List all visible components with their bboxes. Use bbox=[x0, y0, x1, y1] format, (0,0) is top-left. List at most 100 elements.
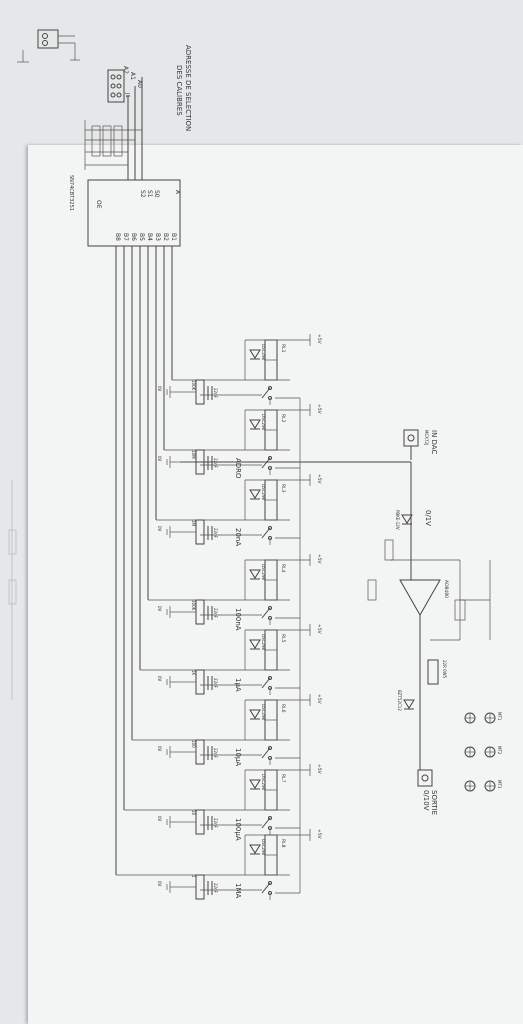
resistor-value: 100K bbox=[191, 600, 196, 611]
resistor-value: 1K bbox=[191, 670, 196, 676]
chip-pin-s2: S2 bbox=[139, 190, 146, 198]
ground-label: 0V bbox=[157, 386, 162, 392]
mount-hole-6 bbox=[464, 780, 476, 792]
range-resistor bbox=[195, 874, 205, 900]
ground-label: 0V bbox=[157, 816, 162, 822]
mount-hole-label: MT1 bbox=[497, 712, 502, 721]
range-resistor bbox=[195, 519, 205, 545]
opamp: AD8480 bbox=[367, 462, 491, 770]
relay-diode bbox=[249, 349, 261, 359]
relay-type-label: DSC298 bbox=[261, 704, 266, 721]
resistor-value: 100K bbox=[191, 380, 196, 391]
resistor-value: 1M bbox=[191, 520, 196, 527]
relay-stage-7: +5V RL7 DSC298 22nF 10 0V 100µA bbox=[123, 246, 322, 841]
chip-pin-s1: S1 bbox=[146, 190, 153, 198]
connector-j1-label: J1 bbox=[124, 92, 130, 98]
relay-part-label: RL8 bbox=[280, 839, 286, 848]
mount-hole-4 bbox=[464, 712, 476, 724]
output-label: SORTIE bbox=[430, 790, 438, 815]
chip-output-b7: B7 bbox=[122, 233, 129, 241]
underlay-sketch bbox=[8, 480, 17, 700]
selector-title: ADRESSE DE SELECTION DES CALIBRES bbox=[175, 45, 192, 131]
dac-input-range: 0/1V bbox=[424, 510, 432, 526]
relay-diode bbox=[249, 844, 261, 854]
chip-output-b2: B2 bbox=[162, 233, 169, 241]
relay-diode bbox=[249, 779, 261, 789]
capacitor-value: 22nF bbox=[213, 458, 218, 469]
range-label: 100nA bbox=[234, 608, 242, 631]
range-resistor bbox=[195, 739, 205, 765]
relay-type-label: DSC298 bbox=[261, 634, 266, 651]
relay-stage-6: +5V RL6 DSC298 22nF 100 0V 10µA bbox=[131, 246, 322, 766]
relay-type-label: DSC298 bbox=[261, 414, 266, 431]
relay-part-label: RL5 bbox=[280, 634, 286, 643]
output-diode: BZT52C12 bbox=[397, 690, 402, 711]
range-label: 1MA bbox=[234, 883, 242, 898]
output-resistor: 22R 0W5 bbox=[442, 660, 447, 679]
relay-diode bbox=[249, 639, 261, 649]
supply-label: +5V bbox=[316, 334, 322, 345]
dac-input-part: MCX72J bbox=[424, 430, 429, 445]
chip-pin-s0: S0 bbox=[153, 190, 160, 198]
chip-output-b5: B5 bbox=[138, 233, 145, 241]
resistor-value: 10M bbox=[191, 450, 196, 459]
resistor-value: 100 bbox=[191, 740, 196, 748]
ground-label: 0V bbox=[157, 881, 162, 887]
capacitor-value: 22nF bbox=[213, 748, 218, 759]
input-diode: PBKE-12V bbox=[395, 510, 400, 530]
range-resistor bbox=[195, 599, 205, 625]
chip-part: SN74CBT3251 bbox=[68, 175, 74, 211]
ground-label: 0V bbox=[157, 746, 162, 752]
chip-output-b4: B4 bbox=[146, 233, 153, 241]
ground-label: 0V bbox=[157, 456, 162, 462]
power-connector-top bbox=[17, 29, 80, 63]
mount-hole-label: MT2 bbox=[497, 746, 502, 755]
addr-a1: A1 bbox=[129, 72, 136, 80]
relay-diode bbox=[249, 569, 261, 579]
mount-hole-1: MT1 bbox=[484, 712, 502, 724]
address-bus bbox=[84, 77, 143, 180]
supply-label: +5V bbox=[316, 694, 322, 705]
output-section: 22R 0W5 BZT52C12 SORTIE 0/10V bbox=[397, 659, 447, 815]
supply-label: +5V bbox=[316, 474, 322, 485]
relay-type-label: DSC298 bbox=[261, 564, 266, 581]
relay-part-label: RL7 bbox=[280, 774, 286, 783]
addr-a0: A0 bbox=[136, 80, 143, 88]
supply-label: +5V bbox=[316, 624, 322, 635]
range-label: ADRO bbox=[234, 458, 242, 479]
selector-title-line1: ADRESSE DE SELECTION bbox=[184, 45, 192, 131]
dac-input: IN DAC MCX72J 0/1V PBKE-12V bbox=[180, 429, 438, 530]
ground-label: 0V bbox=[157, 526, 162, 532]
mount-hole-2: MT2 bbox=[484, 746, 502, 758]
relay-part-label: RL3 bbox=[280, 484, 286, 493]
opamp-part: AD8480 bbox=[443, 580, 449, 598]
supply-label: +5V bbox=[316, 764, 322, 775]
relay-part-label: RL1 bbox=[280, 344, 286, 353]
range-resistor bbox=[195, 379, 205, 405]
addr-a2: A2 bbox=[122, 66, 129, 74]
selector-title-line2: DES CALIBRES bbox=[175, 65, 183, 116]
relay-stage-3: +5V RL3 DSC298 22nF 1M 0V 20nA bbox=[155, 246, 322, 546]
relay-bank: +5VRL1DSC29822nF100K0V+5VRL2DSC29822nF10… bbox=[115, 246, 322, 900]
chip-output-b3: B3 bbox=[154, 233, 161, 241]
relay-part-label: RL6 bbox=[280, 704, 286, 713]
address-connector-j1: J1 bbox=[107, 69, 130, 103]
output-range: 0/10V bbox=[422, 790, 430, 811]
chip-output-b6: B6 bbox=[130, 233, 137, 241]
range-resistor bbox=[195, 669, 205, 695]
mount-hole-3: MT3 bbox=[484, 780, 502, 792]
range-label: 20nA bbox=[234, 528, 242, 546]
range-label: 10µA bbox=[234, 748, 242, 766]
chip-output-b8: B8 bbox=[114, 233, 121, 241]
dac-input-label: IN DAC bbox=[430, 430, 438, 454]
resistor-value: 10 bbox=[191, 810, 196, 816]
overlapping-paper-sheet bbox=[28, 145, 523, 1024]
range-label: 100µA bbox=[234, 818, 242, 841]
resistor-value: 1 bbox=[191, 875, 196, 878]
